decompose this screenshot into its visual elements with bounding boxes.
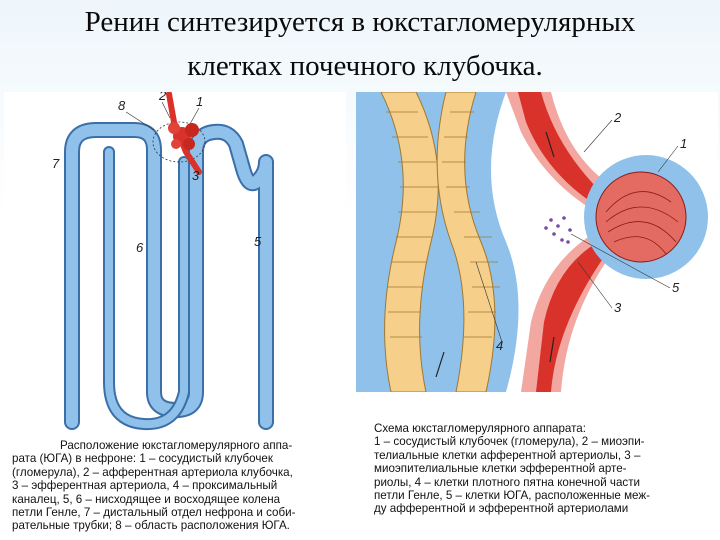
- left-caption-line: каналец, 5, 6 – нисходящее и восходящее …: [12, 493, 342, 506]
- right-caption-line: 1 – сосудистый клубочек (гломерула), 2 –…: [374, 435, 704, 448]
- right-caption-line: петли Генле, 5 – клетки ЮГА, расположенн…: [374, 489, 704, 502]
- left-caption-line: рательные трубки; 8 – область расположен…: [12, 519, 342, 532]
- right-caption: Схема юкстагломерулярного аппарата: 1 – …: [374, 422, 704, 516]
- label-1: 1: [196, 94, 203, 109]
- right-caption-line: ду афферентной и эфферентной артериолами: [374, 502, 704, 515]
- label-2: 2: [613, 110, 622, 125]
- title-line-2: клетках почечного клубочка.: [0, 44, 720, 88]
- slide-title: Ренин синтезируется в юкстагломерулярных…: [0, 0, 720, 88]
- left-caption-line: 3 – эфферентная артериола, 4 – проксимал…: [12, 479, 342, 492]
- label-5: 5: [254, 234, 262, 249]
- label-3: 3: [192, 168, 200, 183]
- jga-diagram: 2 1 5 3 4: [356, 92, 718, 392]
- label-5: 5: [672, 280, 680, 295]
- right-caption-line: риолы, 4 – клетки плотного пятна конечно…: [374, 476, 704, 489]
- right-caption-line: Схема юкстагломерулярного аппарата:: [374, 422, 704, 435]
- left-caption-line: петли Генле, 7 – дистальный отдел нефрон…: [12, 506, 342, 519]
- title-line-1: Ренин синтезируется в юкстагломерулярных: [0, 0, 720, 44]
- label-7: 7: [52, 156, 60, 171]
- jga-figure: 2 1 5 3 4 Схема юкстагломерулярного аппа…: [356, 92, 718, 538]
- glomerulus: [596, 172, 686, 262]
- right-caption-line: миоэпителиальные клетки эфферентной арте…: [374, 462, 704, 475]
- label-6: 6: [136, 240, 144, 255]
- label-4: 4: [496, 338, 503, 353]
- glomerulus: [168, 122, 199, 150]
- tubule-outline: [72, 130, 266, 422]
- nephron-figure: 8 2 1 7 3 6 5 Расположение юкстагломерул…: [4, 92, 346, 538]
- left-caption-line: (гломерула), 2 – афферентная артериола к…: [12, 466, 342, 479]
- right-caption-line: телиальные клетки афферентной артериолы,…: [374, 449, 704, 462]
- left-caption-line: рата (ЮГА) в нефроне: 1 – сосудистый клу…: [12, 452, 342, 465]
- label-1: 1: [680, 136, 687, 151]
- left-caption-line: Расположение юкстагломерулярного аппа-: [12, 439, 342, 452]
- left-caption: Расположение юкстагломерулярного аппа- р…: [12, 439, 342, 533]
- jga-cells: [544, 216, 572, 244]
- label-2: 2: [158, 92, 167, 103]
- label-3: 3: [614, 300, 622, 315]
- label-8: 8: [118, 98, 126, 113]
